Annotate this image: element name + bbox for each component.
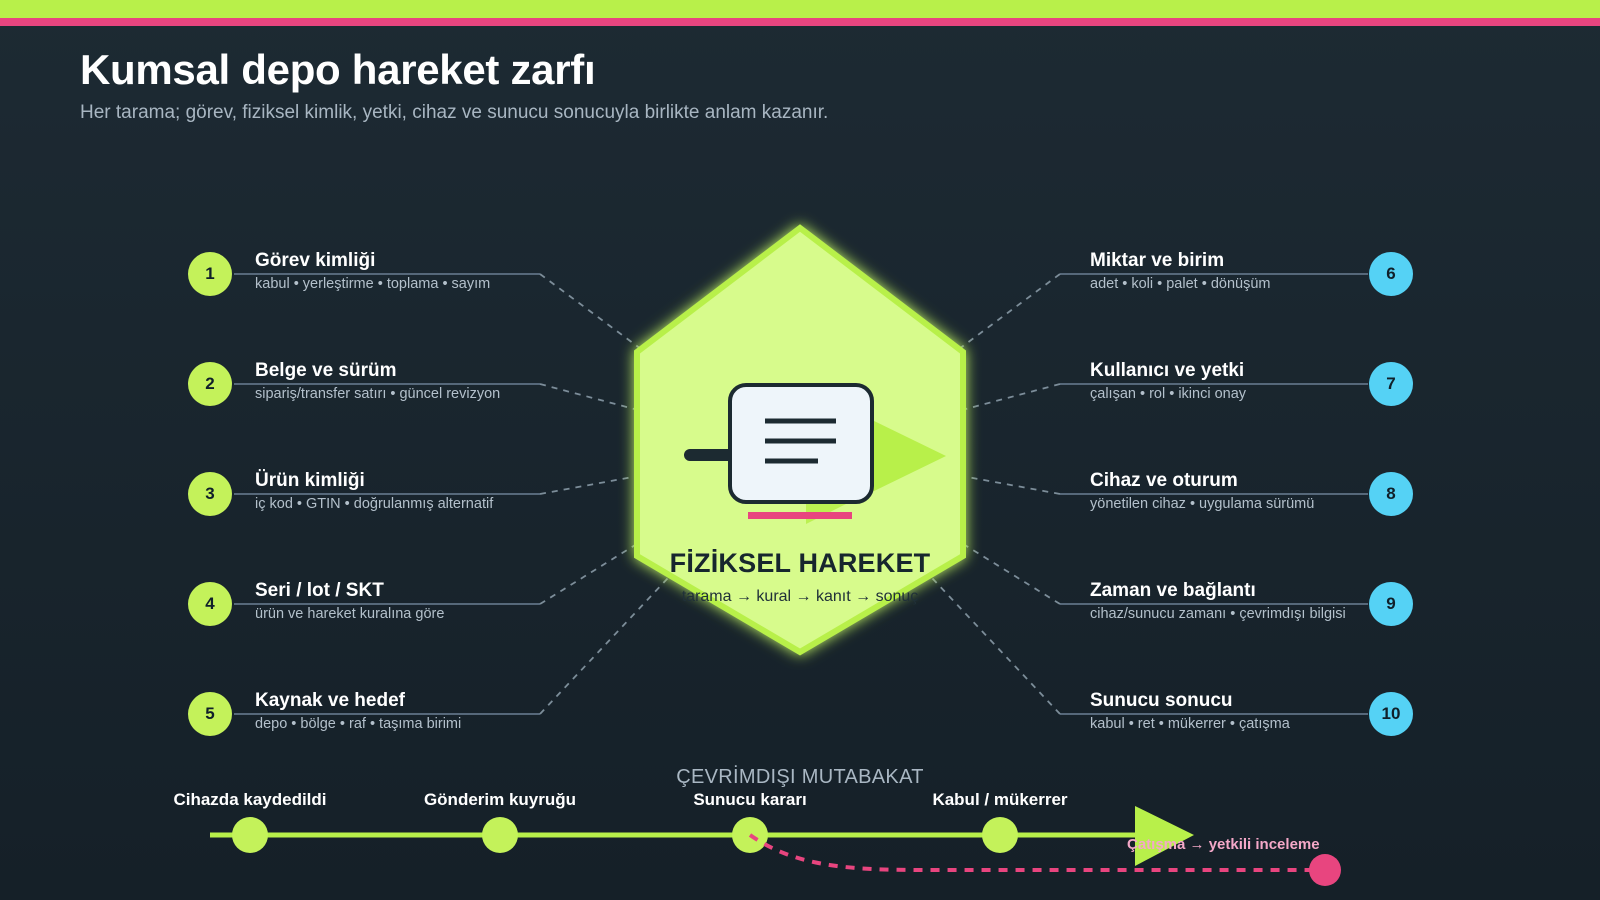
page-title: Kumsal depo hareket zarfı bbox=[80, 46, 596, 93]
node-description: ürün ve hareket kuralına göre bbox=[255, 606, 445, 622]
node-description: çalışan • rol • ikinci onay bbox=[1090, 386, 1247, 402]
timeline-arrow-head bbox=[1135, 806, 1194, 866]
node-number-badge: 4 bbox=[188, 582, 232, 626]
node-number-badge: 7 bbox=[1369, 362, 1413, 406]
node-belge-ve-surum: 2 Belge ve sürüm sipariş/transfer satırı… bbox=[188, 354, 588, 414]
node-number-badge: 5 bbox=[188, 692, 232, 736]
node-title: Belge ve sürüm bbox=[255, 360, 397, 381]
timeline-track bbox=[210, 806, 1194, 866]
timeline-stage-label: Sunucu kararı bbox=[693, 790, 807, 809]
node-title: Miktar ve birim bbox=[1090, 250, 1225, 271]
node-kaynak-ve-hedef: 5 Kaynak ve hedef depo • bölge • raf • t… bbox=[188, 684, 588, 744]
node-title: Seri / lot / SKT bbox=[255, 580, 384, 601]
node-seri-lot-skt: 4 Seri / lot / SKT ürün ve hareket kural… bbox=[188, 574, 588, 634]
timeline-stage-label: Kabul / mükerrer bbox=[932, 790, 1068, 809]
node-title: Görev kimliği bbox=[255, 250, 376, 271]
dashed-leader-lines bbox=[539, 273, 1061, 715]
node-description: yönetilen cihaz • uygulama sürümü bbox=[1090, 496, 1315, 512]
timeline-node-2 bbox=[482, 817, 518, 853]
node-number-badge: 9 bbox=[1369, 582, 1413, 626]
node-description: sipariş/transfer satırı • güncel revizyo… bbox=[255, 386, 501, 402]
timeline-stage-label: Cihazda kaydedildi bbox=[173, 790, 327, 809]
node-miktar-ve-birim: 6 Miktar ve birim adet • koli • palet • … bbox=[1013, 244, 1413, 304]
conflict-branch-path bbox=[748, 833, 1325, 872]
page-subtitle: Her tarama; görev, fiziksel kimlik, yetk… bbox=[80, 102, 829, 123]
motion-arrow-shape bbox=[868, 418, 946, 494]
right-connector-lines bbox=[1060, 273, 1368, 715]
node-number-badge: 6 bbox=[1369, 252, 1413, 296]
node-title: Sunucu sonucu bbox=[1090, 690, 1233, 711]
node-sunucu-sonucu: 10 Sunucu sonucu kabul • ret • mükerrer … bbox=[1013, 684, 1413, 744]
node-urun-kimligi: 3 Ürün kimliği iç kod • GTIN • doğrulanm… bbox=[188, 464, 588, 524]
node-number-badge: 3 bbox=[188, 472, 232, 516]
top-accent-stripe bbox=[0, 18, 1600, 26]
node-cihaz-ve-oturum: 8 Cihaz ve oturum yönetilen cihaz • uygu… bbox=[1013, 464, 1413, 524]
document-icon bbox=[728, 383, 874, 504]
node-title: Cihaz ve oturum bbox=[1090, 470, 1238, 491]
node-number-badge: 10 bbox=[1369, 692, 1413, 736]
center-title: FİZİKSEL HAREKET bbox=[669, 548, 931, 578]
timeline-node-1 bbox=[232, 817, 268, 853]
timeline-heading: ÇEVRİMDIŞI MUTABAKAT bbox=[676, 766, 924, 788]
node-number-badge: 8 bbox=[1369, 472, 1413, 516]
conflict-label: Çatışma → yetkili inceleme bbox=[1127, 836, 1320, 853]
node-title: Zaman ve bağlantı bbox=[1090, 580, 1256, 601]
node-gorev-kimligi: 1 Görev kimliği kabul • yerleştirme • to… bbox=[188, 244, 588, 304]
node-zaman-ve-baglanti: 9 Zaman ve bağlantı cihaz/sunucu zamanı … bbox=[1013, 574, 1413, 634]
node-title: Ürün kimliği bbox=[255, 470, 365, 491]
node-description: kabul • ret • mükerrer • çatışma bbox=[1090, 716, 1290, 732]
node-number-badge: 1 bbox=[188, 252, 232, 296]
timeline-stage-label: Gönderim kuyruğu bbox=[423, 790, 577, 809]
top-accent-bar bbox=[0, 0, 1600, 18]
node-description: kabul • yerleştirme • toplama • sayım bbox=[255, 276, 491, 292]
node-description: cihaz/sunucu zamanı • çevrimdışı bilgisi bbox=[1090, 606, 1346, 622]
node-title: Kullanıcı ve yetki bbox=[1090, 360, 1245, 381]
node-description: depo • bölge • raf • taşıma birimi bbox=[255, 716, 462, 732]
node-description: adet • koli • palet • dönüşüm bbox=[1090, 276, 1271, 292]
node-description: iç kod • GTIN • doğrulanmış alternatif bbox=[255, 496, 494, 512]
timeline-node-4 bbox=[982, 817, 1018, 853]
document-underline-accent bbox=[748, 512, 852, 519]
conflict-end-node bbox=[1309, 854, 1341, 886]
node-title: Kaynak ve hedef bbox=[255, 690, 405, 711]
node-number-badge: 2 bbox=[188, 362, 232, 406]
left-connector-lines bbox=[234, 273, 540, 715]
node-kullanici-ve-yetki: 7 Kullanıcı ve yetki çalışan • rol • iki… bbox=[1013, 354, 1413, 414]
center-subtitle: tarama → kural → kanıt → sonuç bbox=[681, 588, 919, 605]
